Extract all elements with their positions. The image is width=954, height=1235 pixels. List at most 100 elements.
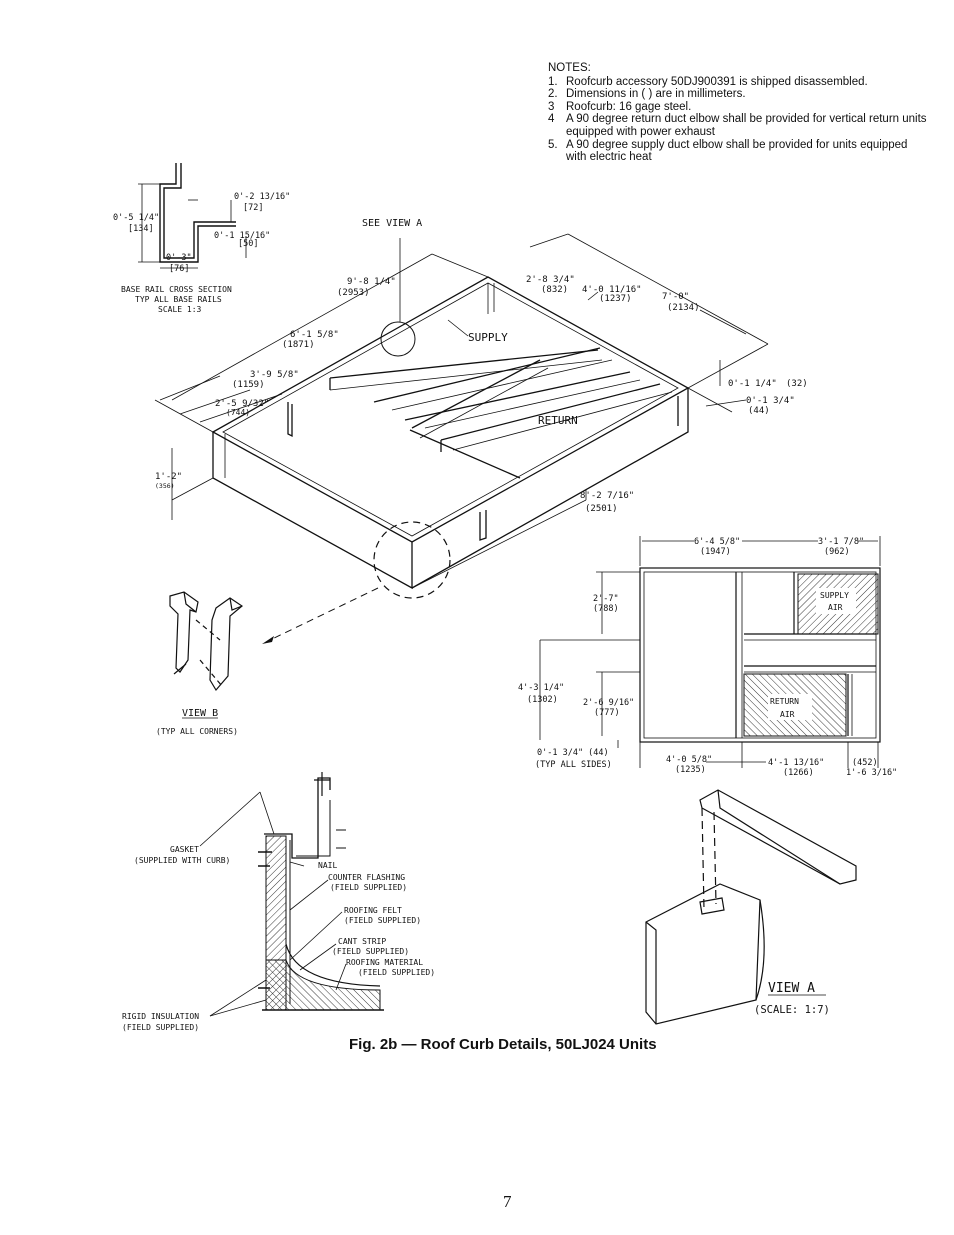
note-number: 5.: [548, 138, 558, 151]
base-rail-caption: BASE RAIL CROSS SECTION: [121, 285, 232, 294]
flashing-label: RIGID INSULATION: [122, 1012, 199, 1021]
flashing-label: (FIELD SUPPLIED): [344, 916, 421, 925]
note-item: 2. Dimensions in ( ) are in millimeters.: [548, 88, 928, 101]
note-number: 3: [548, 100, 555, 113]
view-a-scale: (SCALE: 1:7): [754, 1004, 830, 1016]
dim-label: (1237): [599, 294, 632, 304]
plan-dim: 2'-6 9/16": [583, 698, 634, 708]
note-number: 1.: [548, 75, 558, 88]
plan-dim: (788): [593, 604, 619, 614]
plan-dim: (777): [594, 708, 620, 718]
dim-label: 0'-1 3/4": [746, 396, 795, 406]
dim-label: 1'-2": [155, 472, 182, 482]
flashing-label: CANT STRIP: [338, 937, 386, 946]
isometric-labels: SEE VIEW A SUPPLY RETURN 9'-8 1/4" (2953…: [155, 218, 808, 514]
plan-dim: 2'-7": [593, 594, 619, 604]
flashing-label: (FIELD SUPPLIED): [358, 968, 435, 977]
supply-label: SUPPLY: [468, 331, 508, 344]
plan-dim: (962): [824, 547, 850, 557]
note-text: A 90 degree supply duct elbow shall be p…: [566, 138, 908, 164]
view-b-labels: VIEW B (TYP ALL CORNERS): [156, 708, 238, 736]
base-rail-labels: 0'-5 1/4" [134] 0'-2 13/16" [72] 0'-1 15…: [113, 192, 290, 314]
dim-label: (1871): [282, 340, 315, 350]
base-rail-section: [138, 163, 247, 269]
page-number: 7: [503, 1192, 512, 1211]
flashing-label: COUNTER FLASHING: [328, 873, 405, 882]
base-rail-dim: 0'-2 13/16": [234, 192, 290, 202]
base-rail-dim: 0'-1 15/16": [214, 231, 270, 241]
notes: NOTES: 1. Roofcurb accessory 50DJ900391 i…: [548, 62, 928, 164]
view-b-corner: [169, 591, 244, 692]
view-b-callout: [373, 521, 451, 599]
note-item: 5. A 90 degree supply duct elbow shall be…: [548, 139, 928, 164]
supply-air-label: SUPPLY: [820, 591, 849, 600]
view-b-title: VIEW B: [182, 708, 218, 719]
dim-label: 4'-0 11/16": [582, 285, 642, 295]
note-text: A 90 degree return duct elbow shall be p…: [566, 113, 927, 138]
plan-dim: (TYP ALL SIDES): [535, 760, 612, 770]
plan-dim: (1302): [527, 695, 558, 705]
base-rail-dim: [76]: [169, 264, 189, 274]
flashing-label: ROOFING FELT: [344, 906, 402, 915]
note-item: 1. Roofcurb accessory 50DJ900391 is shipp…: [548, 76, 928, 89]
dim-label: 6'-1 5/8": [290, 330, 339, 340]
base-rail-dim: 0'-5 1/4": [113, 213, 159, 223]
flashing-label: (FIELD SUPPLIED): [122, 1023, 199, 1032]
dim-label: (44): [748, 406, 770, 416]
dim-label: 0'-1 1/4": [728, 379, 777, 389]
isometric-curb: [211, 276, 690, 590]
plan-dim: (1266): [783, 768, 814, 778]
note-number: 4: [548, 113, 555, 126]
flashing-label: (SUPPLIED WITH CURB): [134, 856, 230, 865]
plan-dim: (452): [852, 758, 878, 768]
see-view-a-label: SEE VIEW A: [362, 218, 422, 229]
plan-view: [639, 567, 881, 743]
dim-label: 8'-2 7/16": [580, 491, 634, 501]
view-a-detail: [645, 789, 857, 1025]
note-text: Dimensions in ( ) are in millimeters.: [566, 88, 746, 101]
dim-label: 7'-0": [662, 292, 689, 302]
view-b-note: (TYP ALL CORNERS): [156, 727, 238, 736]
base-rail-caption: SCALE 1:3: [158, 305, 202, 314]
base-rail-dim: [72]: [243, 203, 263, 213]
dim-label: 3'-9 5/8": [250, 370, 299, 380]
note-item: 3 Roofcurb: 16 gage steel.: [548, 101, 928, 114]
view-a-callout: [380, 321, 416, 357]
dim-label: (2953): [337, 288, 370, 298]
dim-label: 9'-8 1/4": [347, 277, 396, 287]
dim-label: (32): [786, 379, 808, 389]
dim-label: (2501): [585, 504, 618, 514]
dim-label: (832): [541, 285, 568, 295]
flashing-label: NAIL: [318, 861, 337, 870]
figure-caption: Fig. 2b — Roof Curb Details, 50LJ024 Uni…: [349, 1036, 657, 1053]
note-number: 2.: [548, 88, 558, 101]
return-label: RETURN: [538, 414, 578, 427]
return-air-label: RETURN: [770, 697, 799, 706]
notes-heading: NOTES:: [548, 62, 591, 74]
base-rail-dim: [134]: [128, 224, 154, 234]
plan-dim: 6'-4 5/8": [694, 537, 740, 547]
flashing-label: (FIELD SUPPLIED): [332, 947, 409, 956]
note-text: Roofcurb: 16 gage steel.: [566, 100, 692, 113]
supply-air-label: AIR: [828, 603, 843, 612]
plan-dim: 4'-1 13/16": [768, 758, 824, 768]
dim-label: (744): [226, 408, 250, 417]
plan-dim: 4'-0 5/8": [666, 755, 712, 765]
flashing-label: GASKET: [170, 845, 199, 854]
plan-dim: 1'-6 3/16": [846, 768, 897, 778]
note-text: Roofcurb accessory 50DJ900391 is shipped…: [566, 75, 868, 88]
return-air-label: AIR: [780, 710, 795, 719]
base-rail-dim: [50]: [238, 239, 258, 249]
dim-label: (1159): [232, 380, 265, 390]
dim-label: (2134): [667, 303, 700, 313]
flashing-labels: GASKET (SUPPLIED WITH CURB) NAIL COUNTER…: [122, 845, 435, 1032]
base-rail-dim: 0'-3": [166, 253, 192, 263]
base-rail-caption: TYP ALL BASE RAILS: [135, 295, 222, 304]
flashing-detail: [199, 772, 384, 1017]
view-a-title: VIEW A: [768, 981, 815, 996]
plan-dim: 3'-1 7/8": [818, 537, 864, 547]
dim-label: (356): [155, 482, 175, 490]
dim-label: 2'-8 3/4": [526, 275, 575, 285]
plan-dim: 0'-1 3/4" (44): [537, 748, 609, 758]
